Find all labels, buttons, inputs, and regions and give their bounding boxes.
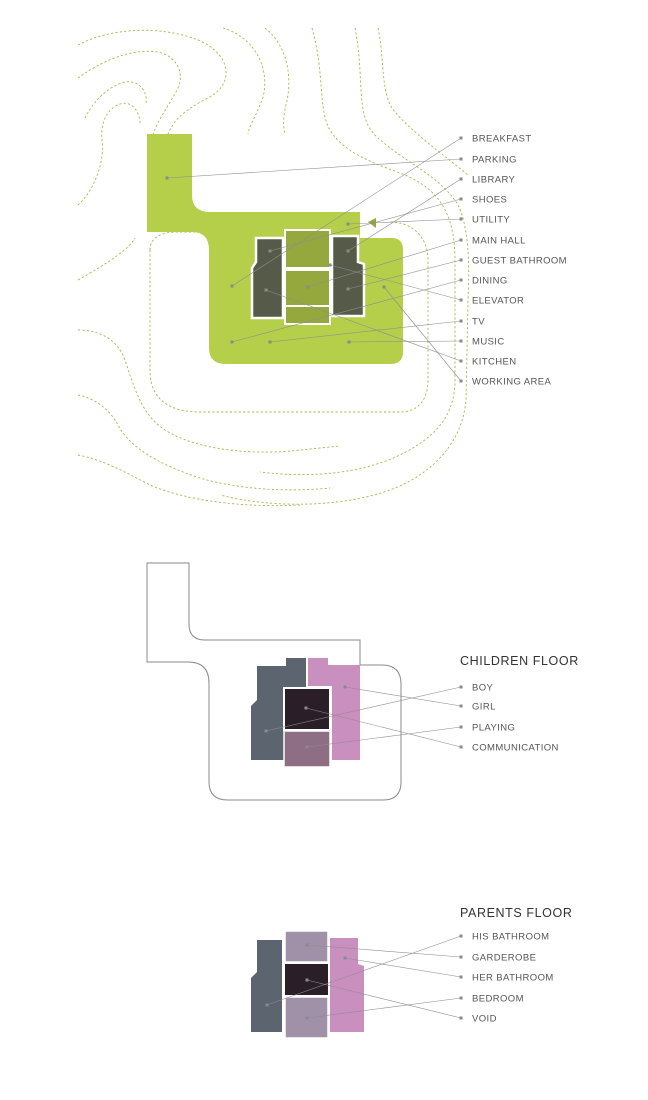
label-guest-bathroom: GUEST BATHROOM	[472, 256, 567, 267]
label-main-hall: MAIN HALL	[472, 236, 526, 247]
label-parking: PARKING	[472, 155, 517, 166]
ground-floor-leaders	[166, 137, 462, 382]
parents-pink-block	[330, 938, 364, 1032]
ground-floor-legend: BREAKFAST PARKING LIBRARY SHOES UTILITY …	[459, 134, 567, 388]
parents-floor-title: PARENTS FLOOR	[460, 906, 572, 920]
ground-floor-leader-origins	[165, 176, 386, 344]
room-left-wing	[250, 236, 285, 320]
label-working-area: WORKING AREA	[472, 377, 551, 388]
children-floor-outline	[146, 562, 402, 801]
parents-floor-leaders	[265, 935, 462, 1020]
label-void: VOID	[472, 1014, 497, 1025]
room-center-top	[284, 229, 331, 269]
parents-floor-plan: PARENTS FLOOR HIS BATHROOM GARDEROBE HER…	[251, 906, 572, 1039]
children-pink-block	[308, 658, 360, 760]
label-bedroom: BEDROOM	[472, 994, 524, 1005]
children-floor-plan: CHILDREN FLOOR BOY GIRL PLAYING COMMUNIC…	[146, 562, 579, 801]
label-breakfast: BREAKFAST	[472, 134, 532, 145]
children-floor-title: CHILDREN FLOOR	[460, 654, 579, 668]
label-playing: PLAYING	[472, 723, 515, 734]
label-her-bathroom: HER BATHROOM	[472, 973, 554, 984]
children-playing-room	[283, 730, 331, 768]
label-tv: TV	[472, 317, 485, 328]
label-his-bathroom: HIS BATHROOM	[472, 932, 549, 943]
room-right-wing	[330, 234, 366, 318]
label-elevator: ELEVATOR	[472, 296, 524, 307]
label-shoes: SHOES	[472, 195, 507, 206]
parents-void	[284, 996, 329, 1039]
ground-floor-plan: BREAKFAST PARKING LIBRARY SHOES UTILITY …	[77, 27, 567, 507]
label-dining: DINING	[472, 276, 508, 287]
children-floor-legend: BOY GIRL PLAYING COMMUNICATION	[459, 683, 559, 754]
label-music: MUSIC	[472, 337, 505, 348]
ground-floor-rooms	[250, 229, 366, 325]
label-girl: GIRL	[472, 702, 496, 713]
site-contour-lines	[77, 27, 470, 507]
label-utility: UTILITY	[472, 215, 510, 226]
room-center-bottom	[284, 305, 331, 325]
label-garderobe: GARDEROBE	[472, 953, 536, 964]
parents-floor-legend: HIS BATHROOM GARDEROBE HER BATHROOM BEDR…	[459, 932, 554, 1025]
label-boy: BOY	[472, 683, 494, 694]
label-kitchen: KITCHEN	[472, 357, 517, 368]
label-communication: COMMUNICATION	[472, 743, 559, 754]
parents-slate-block	[251, 940, 282, 1032]
children-floor-leaders	[264, 685, 462, 749]
label-library: LIBRARY	[472, 175, 516, 186]
